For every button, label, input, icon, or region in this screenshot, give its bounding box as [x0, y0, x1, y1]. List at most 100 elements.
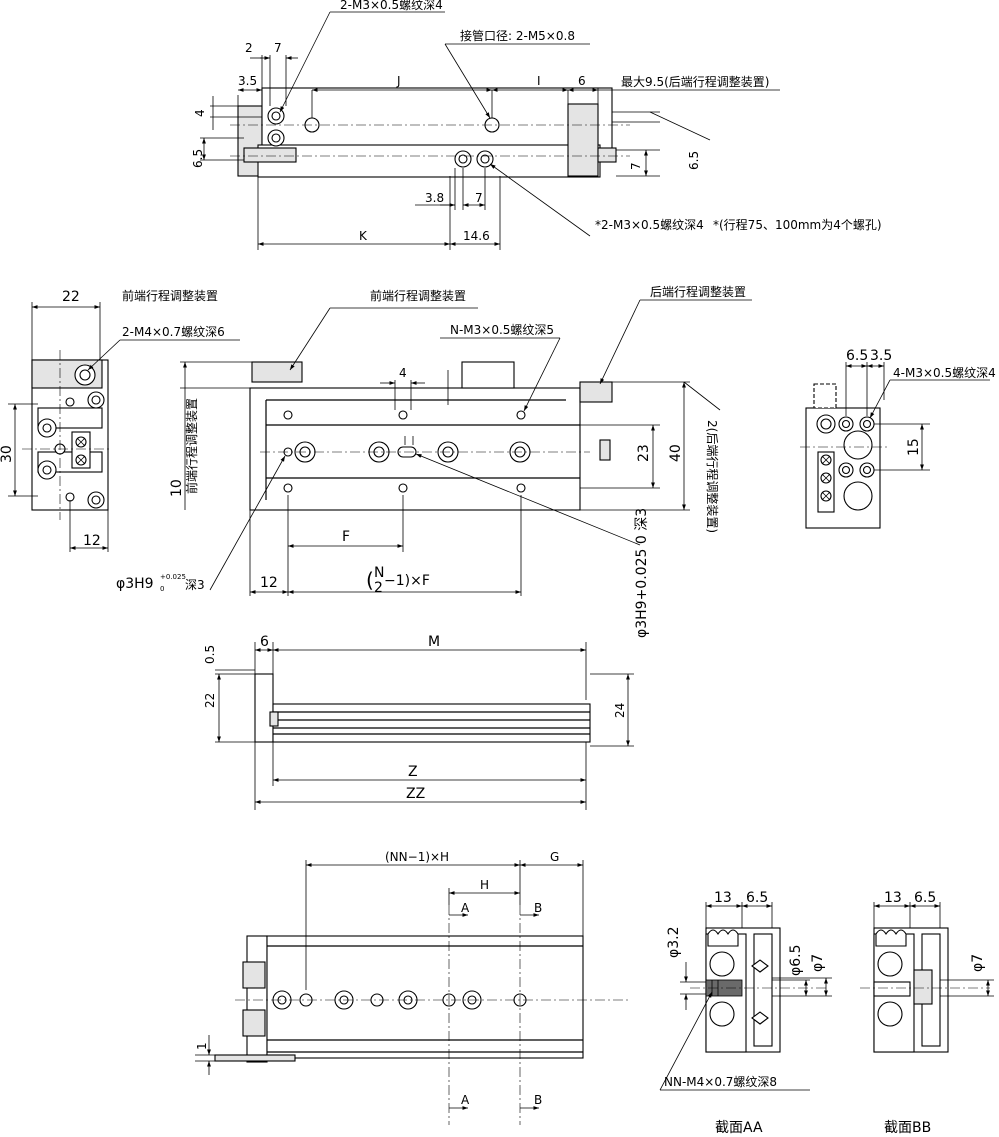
dim-label: H: [480, 878, 489, 892]
top-tap-rear-label: *2-M3×0.5螺纹深4: [595, 218, 704, 232]
section-bb: [860, 902, 994, 1053]
pin-left-label: φ3H9: [116, 576, 154, 592]
section-bb-title: 截面BB: [884, 1120, 931, 1136]
dim-label: 6.5: [846, 348, 868, 364]
dim-label: 4: [399, 366, 407, 380]
top-max-label: 最大9.5(后端行程调整装置): [621, 74, 769, 89]
pin-tol-low: 0: [160, 585, 164, 593]
dim-label: K: [359, 229, 368, 243]
section-bb-labels: 13 6.5 φ7 截面BB: [884, 890, 986, 1136]
top-note-label: *(行程75、100mm为4个螺孔): [713, 217, 882, 232]
left-tap-label: 2-M4×0.7螺纹深6: [122, 325, 225, 339]
dim-label: 6: [578, 74, 586, 88]
formula-n: N: [374, 565, 384, 581]
left-end-labels: 22 前端行程调整装置 2-M4×0.7螺纹深6 30 12: [0, 288, 225, 549]
top-right-endplate: [567, 103, 599, 177]
left-front-adj-label: 前端行程调整装置: [122, 288, 218, 303]
bottom-view-labels: (NN−1)×H G H A B A B 1: [195, 850, 559, 1107]
section-mark-a: A: [461, 1093, 470, 1107]
right-tap-label: 4-M3×0.5螺纹深4: [893, 366, 996, 380]
dim-label: M: [428, 634, 440, 650]
dim-label: 12: [83, 533, 101, 549]
side-body: [272, 703, 591, 743]
section-aa: [659, 902, 832, 1091]
dim-label: 7: [475, 191, 483, 205]
bottom-view: [195, 860, 628, 1125]
section-mark-b: B: [534, 901, 542, 915]
dim-label: φ7: [970, 954, 986, 972]
dim-label: J: [396, 74, 401, 88]
dim-label: 23: [636, 444, 652, 462]
dim-label: 24: [613, 703, 627, 718]
side-view: [215, 642, 634, 810]
top-left-endplate: [237, 105, 263, 177]
dim-label: 6: [260, 634, 269, 650]
dim-label: 22: [203, 693, 217, 708]
side-endplate: [254, 673, 274, 743]
section-aa-labels: 13 6.5 φ3.2 φ6.5 φ7 NN-M4×0.7螺纹深8 截面AA: [664, 890, 826, 1136]
section-mark-a: A: [461, 901, 470, 915]
dim-label: 4: [193, 109, 207, 117]
dim-label: 12: [260, 575, 278, 591]
pin-tol-up: +0.025: [160, 573, 186, 581]
dim-label: ZZ: [406, 786, 425, 802]
bottom-body: [266, 935, 584, 1059]
dim-label: Z: [408, 764, 418, 780]
dim-label: G: [550, 850, 559, 864]
dim-label: 3.8: [425, 191, 444, 205]
plan-view-labels: 前端行程调整装置 后端行程调整装置 N-M3×0.5螺纹深5 4 10 前端行程…: [116, 284, 746, 638]
dim-label: 0.5: [203, 645, 217, 664]
formula-tail: −1)×F: [384, 573, 430, 589]
dim-label: 2: [245, 41, 253, 55]
formula-paren: (: [366, 568, 374, 592]
dim-label: 7: [274, 41, 282, 55]
section-aa-title: 截面AA: [715, 1120, 763, 1136]
plan-vertical-front-label: 前端行程调整装置: [184, 398, 199, 494]
bottom-endplate: [246, 935, 268, 1063]
top-right-stopper: [597, 147, 617, 163]
dim-label: 7: [629, 162, 643, 170]
dim-label: 15: [906, 438, 922, 456]
dim-label: 30: [0, 445, 15, 463]
section-mark-b: B: [534, 1093, 542, 1107]
dim-label: 1: [195, 1042, 209, 1050]
top-table: [257, 144, 601, 178]
right-end-labels: 6.5 3.5 4-M3×0.5螺纹深4 15: [846, 348, 996, 456]
dim-label: 22: [62, 289, 80, 305]
top-body: [261, 87, 613, 151]
side-view-labels: 6 M 0.5 22 24 Z ZZ: [203, 634, 627, 802]
dim-label: 10: [169, 479, 185, 497]
dim-label: 6.5: [687, 151, 701, 170]
plan-port-block: [461, 361, 515, 389]
plan-rear-adj-label: 后端行程调整装置: [650, 284, 746, 299]
plan-vertical-rear-label: 2(后端行程调整装置): [705, 420, 720, 533]
pin-right-label: φ3H9+0.025 0 深3: [634, 508, 650, 638]
top-tap-front-label: 2-M3×0.5螺纹深4: [340, 0, 443, 12]
formula-2: 2: [374, 580, 383, 596]
dim-label: (NN−1)×H: [385, 850, 449, 864]
top-pipe-label: 接管口径: 2-M5×0.8: [460, 28, 575, 43]
dim-label: 6.5: [746, 890, 768, 906]
plan-view: [180, 299, 752, 596]
dim-label: F: [342, 529, 350, 545]
left-end-view: [8, 302, 240, 552]
top-left-stopper: [243, 147, 297, 163]
top-view: [200, 11, 780, 250]
section-aa-tap-label: NN-M4×0.7螺纹深8: [664, 1075, 777, 1089]
dim-label: 13: [714, 890, 732, 906]
dim-label: φ3.2: [666, 927, 682, 959]
right-end-view: [800, 362, 990, 529]
section-aa-tap: [705, 979, 743, 997]
dim-label: φ6.5: [788, 945, 804, 977]
dim-label: 14.6: [463, 229, 490, 243]
top-view-labels: 2-M3×0.5螺纹深4 接管口径: 2-M5×0.8 最大9.5(后端行程调整…: [191, 0, 882, 243]
dim-label: 6.5: [914, 890, 936, 906]
pin-depth: 深3: [185, 578, 205, 592]
front-adjuster: [251, 361, 303, 383]
rear-adjuster: [579, 381, 613, 403]
dim-label: I: [537, 74, 541, 88]
dim-label: 40: [668, 444, 684, 462]
dim-label: 13: [884, 890, 902, 906]
dim-label: 3.5: [238, 74, 257, 88]
